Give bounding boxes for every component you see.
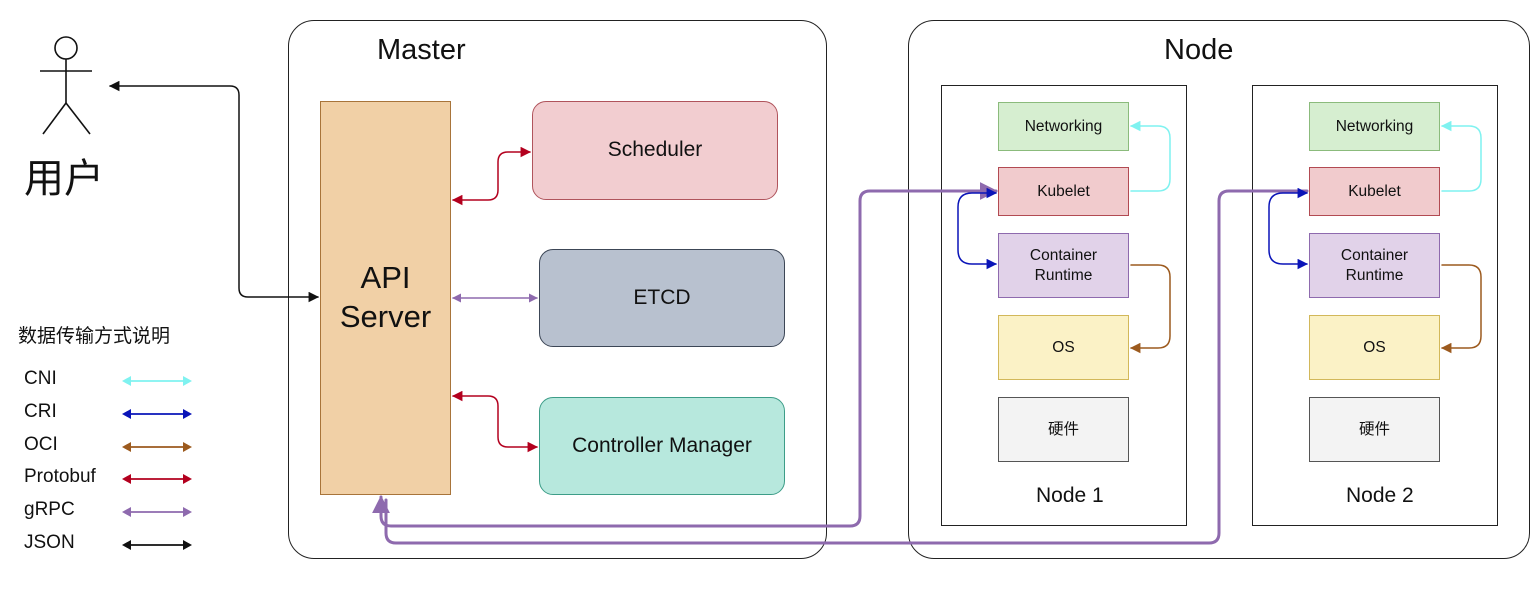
legend-item: CNI bbox=[24, 368, 214, 396]
node-1-container-runtime-label: Container Runtime bbox=[1029, 247, 1098, 284]
controller-manager-box[interactable]: Controller Manager bbox=[539, 397, 785, 495]
node-2-networking-label: Networking bbox=[1335, 117, 1414, 135]
node-2-kubelet-label: Kubelet bbox=[1348, 182, 1401, 200]
legend-item-label: Protobuf bbox=[24, 466, 96, 488]
node-2-os-box[interactable]: OS bbox=[1309, 315, 1440, 380]
legend-item: gRPC bbox=[24, 499, 214, 527]
legend-item-arrow bbox=[122, 441, 192, 452]
node-2-container-runtime-box[interactable]: Container Runtime bbox=[1309, 233, 1440, 298]
node-panel-title: Node bbox=[1164, 34, 1234, 66]
legend-item: Protobuf bbox=[24, 466, 214, 494]
legend-item: CRI bbox=[24, 401, 214, 429]
node-1-os-label: OS bbox=[1052, 338, 1075, 356]
node-1-networking-box[interactable]: Networking bbox=[998, 102, 1129, 151]
legend-item: OCI bbox=[24, 434, 214, 462]
legend-item-label: CRI bbox=[24, 400, 57, 422]
legend-item-arrow bbox=[122, 408, 192, 419]
node-2-container-runtime-label: Container Runtime bbox=[1340, 247, 1409, 284]
node-1-hardware-box[interactable]: 硬件 bbox=[998, 397, 1129, 462]
legend-item-arrow bbox=[122, 376, 192, 386]
legend-item-label: JSON bbox=[24, 532, 75, 553]
node-2-networking-box[interactable]: Networking bbox=[1309, 102, 1440, 151]
legend-item-arrow bbox=[122, 474, 192, 485]
api-server-label: API Server bbox=[339, 260, 432, 334]
legend-item-arrow bbox=[122, 540, 192, 550]
node-1-hardware-label: 硬件 bbox=[1047, 420, 1079, 438]
scheduler-label: Scheduler bbox=[607, 138, 703, 162]
node-2-kubelet-box[interactable]: Kubelet bbox=[1309, 167, 1440, 216]
etcd-label: ETCD bbox=[633, 285, 691, 309]
node-1-networking-label: Networking bbox=[1024, 117, 1103, 135]
etcd-box[interactable]: ETCD bbox=[539, 249, 785, 347]
node-2-hardware-label: 硬件 bbox=[1358, 420, 1390, 438]
node-2-hardware-box[interactable]: 硬件 bbox=[1309, 397, 1440, 462]
controller-manager-label: Controller Manager bbox=[572, 433, 752, 457]
api-server-box[interactable]: API Server bbox=[320, 101, 451, 495]
legend-item-label: CNI bbox=[24, 368, 57, 389]
node-1-name: Node 1 bbox=[1036, 484, 1104, 507]
user-label: 用户 bbox=[24, 156, 104, 202]
node-1-kubelet-label: Kubelet bbox=[1037, 182, 1090, 200]
node-1-container-runtime-box[interactable]: Container Runtime bbox=[998, 233, 1129, 298]
legend-item: JSON bbox=[24, 532, 214, 560]
legend-item-label: OCI bbox=[24, 433, 58, 455]
legend: CNI CRI OCI Protobuf gRPC JSON bbox=[24, 368, 214, 560]
node-2-os-label: OS bbox=[1363, 338, 1386, 356]
scheduler-box[interactable]: Scheduler bbox=[532, 101, 778, 200]
legend-title: 数据传输方式说明 bbox=[18, 325, 171, 347]
legend-item-label: gRPC bbox=[24, 499, 75, 521]
node-2-name: Node 2 bbox=[1346, 484, 1414, 507]
node-1-kubelet-box[interactable]: Kubelet bbox=[998, 167, 1129, 216]
legend-item-arrow bbox=[122, 507, 192, 518]
master-title: Master bbox=[377, 34, 466, 66]
node-1-os-box[interactable]: OS bbox=[998, 315, 1129, 380]
user-stick-figure-icon bbox=[40, 36, 92, 135]
